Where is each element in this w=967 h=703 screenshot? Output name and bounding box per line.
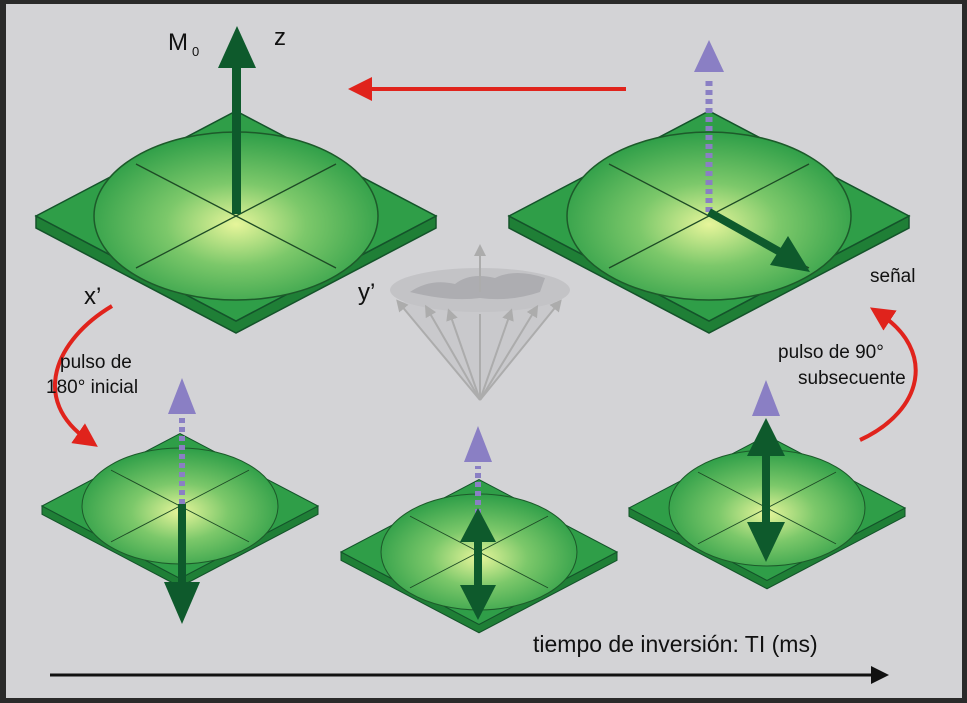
dotted-arrowhead-icon [168,378,196,414]
m0-subscript: 0 [192,44,199,59]
up-arrowhead-icon [460,508,496,542]
signal-label: señal [870,266,915,287]
dotted-arrowhead-icon [752,380,780,416]
down-arrowhead-icon [164,582,200,624]
pulse-180-label-line1: pulso de [60,352,132,373]
inverted-vector [178,504,186,584]
plate-equilibrium [35,26,437,334]
plate-recovery-late [628,380,906,590]
pulse-90-label-line1: pulso de 90° [778,342,884,363]
up-arrowhead-icon [747,418,785,456]
pulse-180-arrow [52,304,114,447]
dotted-arrowhead-icon [694,40,724,72]
pulse-90-label-line2: subsecuente [798,368,906,389]
x-axis-label: x’ [84,283,101,310]
transverse-arrowhead-icon [770,236,810,272]
y-axis-label: y’ [358,279,375,306]
plate-signal [508,40,910,334]
pulse-180-label-line2: 180° inicial [46,377,138,398]
m0-arrowhead-icon [218,26,256,68]
pulse-90-arrow [859,307,918,442]
transverse-vector [707,208,782,256]
time-axis-label: tiempo de inversión: TI (ms) [533,631,818,657]
dotted-arrowhead-icon [464,426,492,462]
plate-recovery-mid [340,426,618,634]
down-arrowhead-icon [460,585,496,620]
z-axis-label: z [274,24,286,51]
m0-vector [232,64,241,214]
europe-map-icon [410,273,545,300]
m0-label: M [168,29,188,56]
down-arrowhead-icon [747,522,785,562]
plate-inverted [41,378,319,624]
precession-cone-illustration [390,244,570,401]
